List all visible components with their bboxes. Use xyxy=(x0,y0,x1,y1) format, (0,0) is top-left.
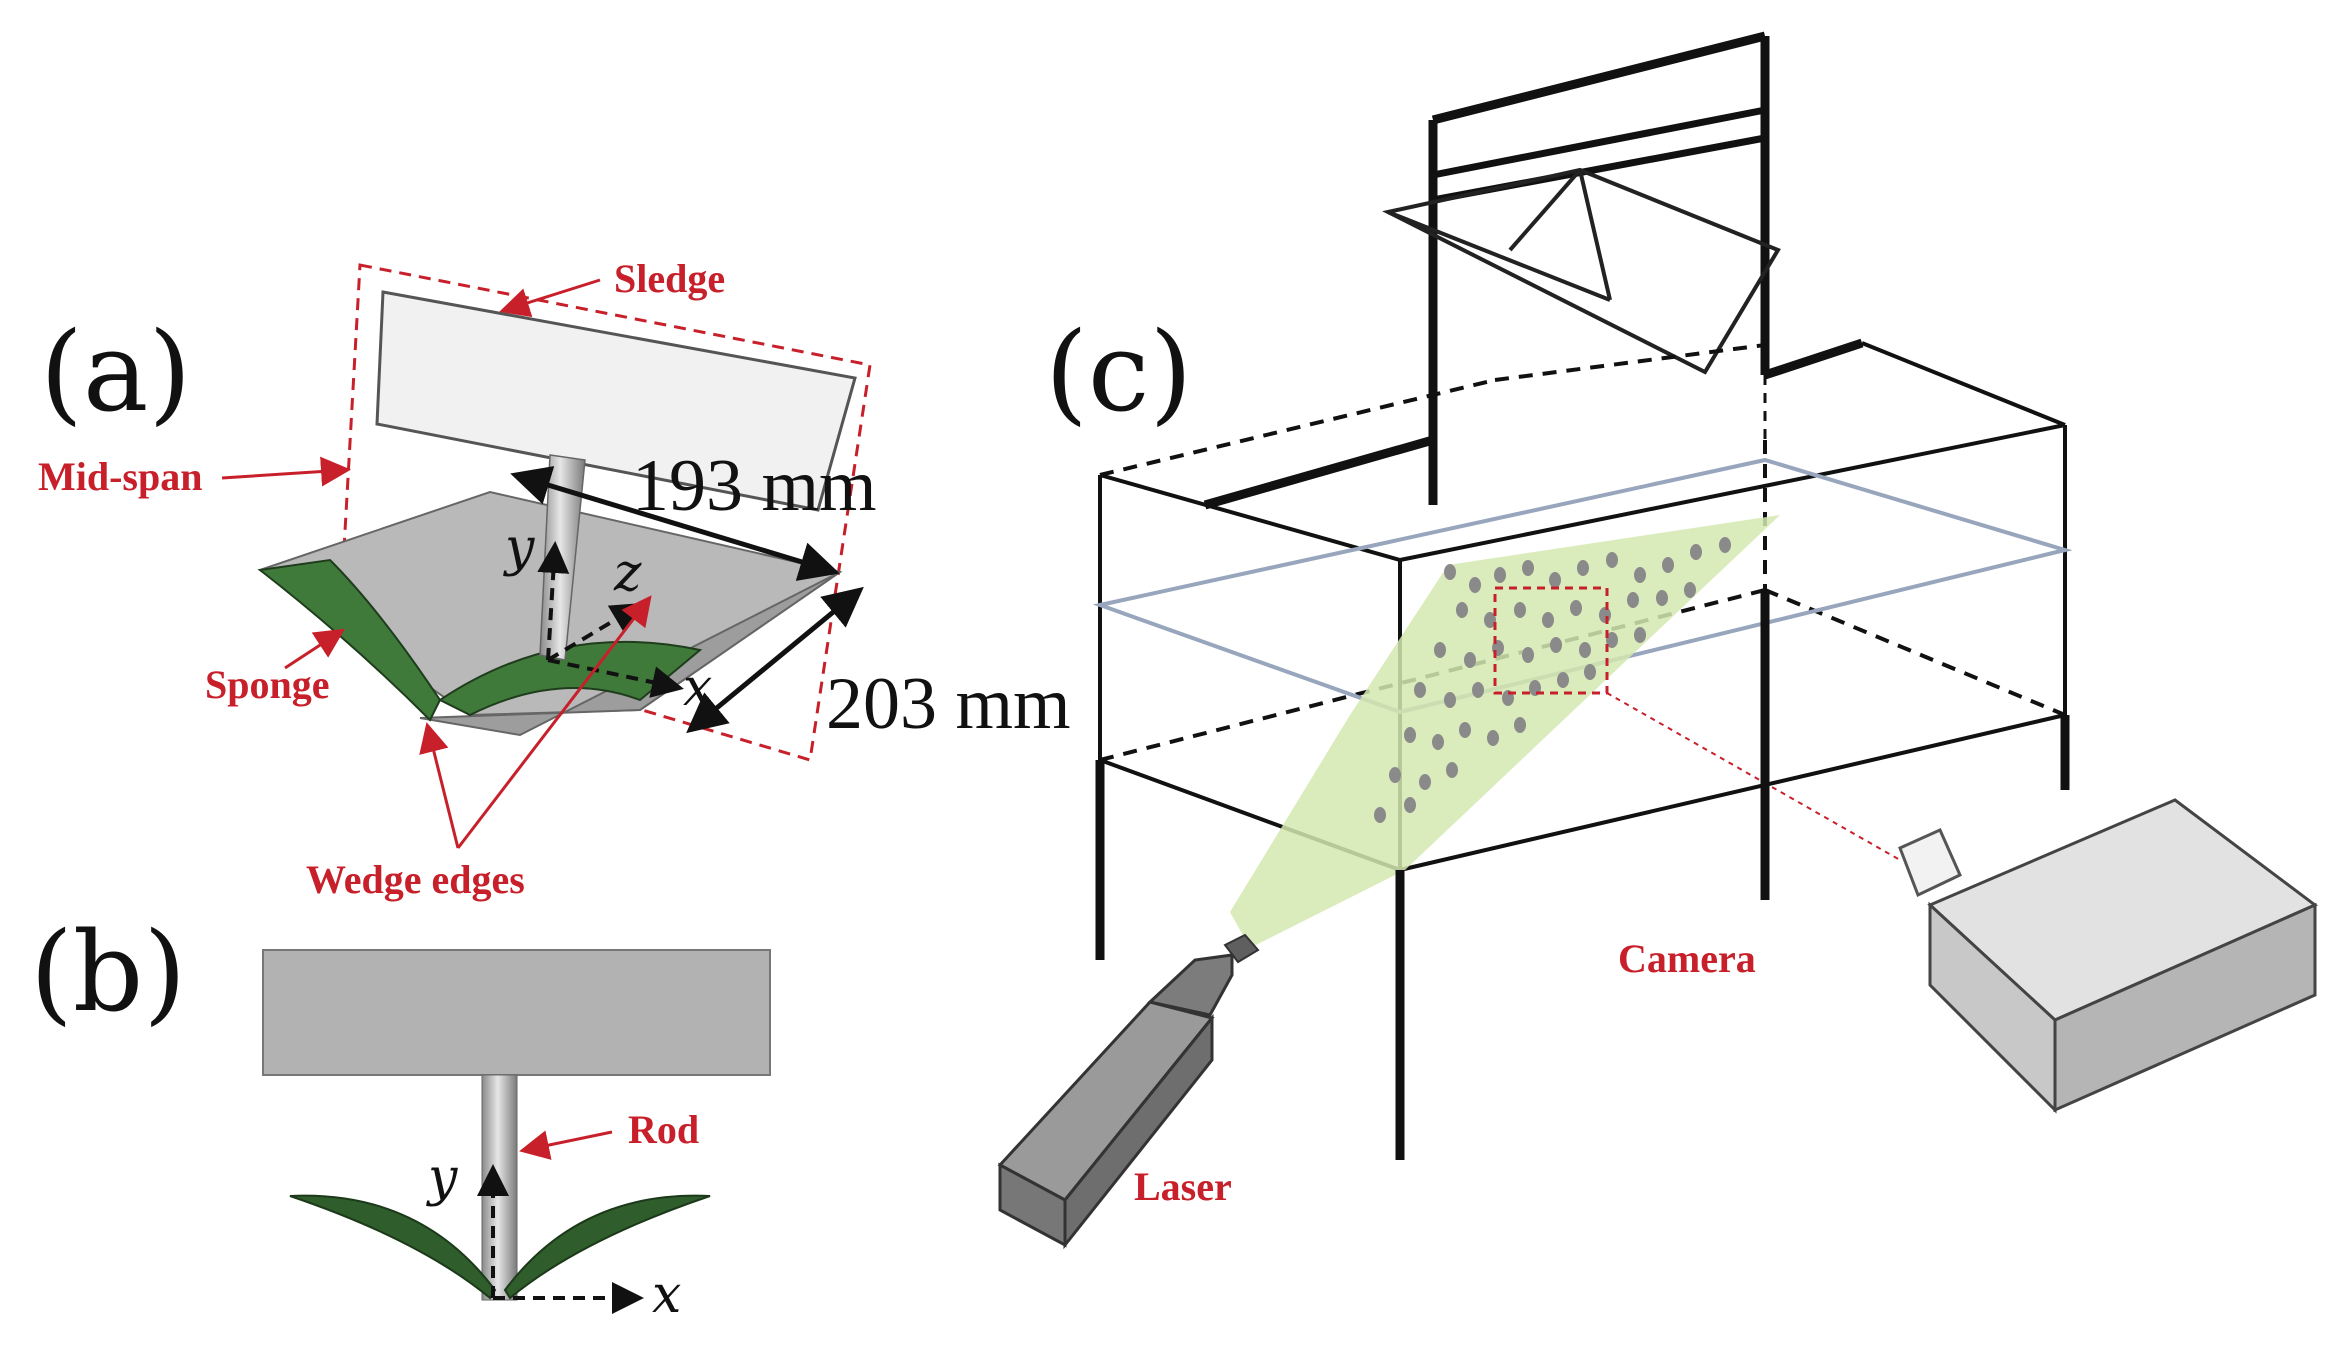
wedge-outline xyxy=(1382,167,1781,375)
water-tank xyxy=(1098,341,2067,872)
panel-a: (a) y x z 193 mm 203 mm Sledge Mid-span … xyxy=(38,256,1071,902)
dimension-width-label: 203 mm xyxy=(826,663,1071,745)
camera-device xyxy=(1898,798,2318,1114)
seeding-particles xyxy=(1374,537,1731,823)
sledge-side-view xyxy=(262,949,771,1076)
mid-span-annotation: Mid-span xyxy=(38,454,203,499)
axis-x-line xyxy=(547,658,684,698)
rod-side-view xyxy=(481,1074,518,1301)
panel-b: (b) y x Rod xyxy=(30,908,771,1325)
axis-x-label: x xyxy=(683,658,712,718)
panel-a-label: (a) xyxy=(40,308,191,436)
mid-span-plane xyxy=(338,263,872,762)
rod-annotation: Rod xyxy=(628,1107,699,1152)
axis-y-label: y xyxy=(503,518,535,578)
axis-b-y-label: y xyxy=(426,1148,458,1208)
dimension-width-arrow xyxy=(686,586,864,734)
sponge-annotation: Sponge xyxy=(205,662,330,707)
sponge-annotation-arrow xyxy=(284,628,346,670)
axis-b-x-label: x xyxy=(652,1265,681,1325)
sledge-annotation: Sledge xyxy=(614,256,725,301)
sponge-left xyxy=(257,558,442,722)
camera-sight-line xyxy=(1606,692,1901,861)
laser-sheet xyxy=(1230,515,1780,948)
rod-annotation-arrow xyxy=(519,1130,613,1160)
water-surface xyxy=(1092,457,2073,715)
sponge-side-right xyxy=(503,1194,711,1300)
wedge-bottom-face xyxy=(419,571,841,737)
mid-span-annotation-arrow xyxy=(221,456,351,487)
laser-device xyxy=(997,933,1260,1250)
panel-c-label: (c) xyxy=(1045,308,1192,436)
tank-legs xyxy=(1095,590,2070,1160)
wedge-edges-arrow-left xyxy=(419,722,460,849)
sponge-side-left xyxy=(289,1194,497,1300)
sledge-annotation-arrow xyxy=(499,278,601,318)
camera-field-of-view xyxy=(1493,586,1609,695)
laser-annotation: Laser xyxy=(1134,1164,1232,1209)
sledge-gantry xyxy=(1203,31,1864,510)
axis-z-label: z xyxy=(613,543,642,603)
wedge-edges-arrow-right xyxy=(456,595,652,849)
wedge-edges-annotation: Wedge edges xyxy=(306,857,525,902)
camera-annotation: Camera xyxy=(1618,936,1756,981)
dimension-length-arrow xyxy=(510,466,840,581)
panel-b-label: (b) xyxy=(30,908,186,1036)
dimension-length-label: 193 mm xyxy=(632,445,877,527)
panel-c: (c) xyxy=(997,31,2318,1250)
